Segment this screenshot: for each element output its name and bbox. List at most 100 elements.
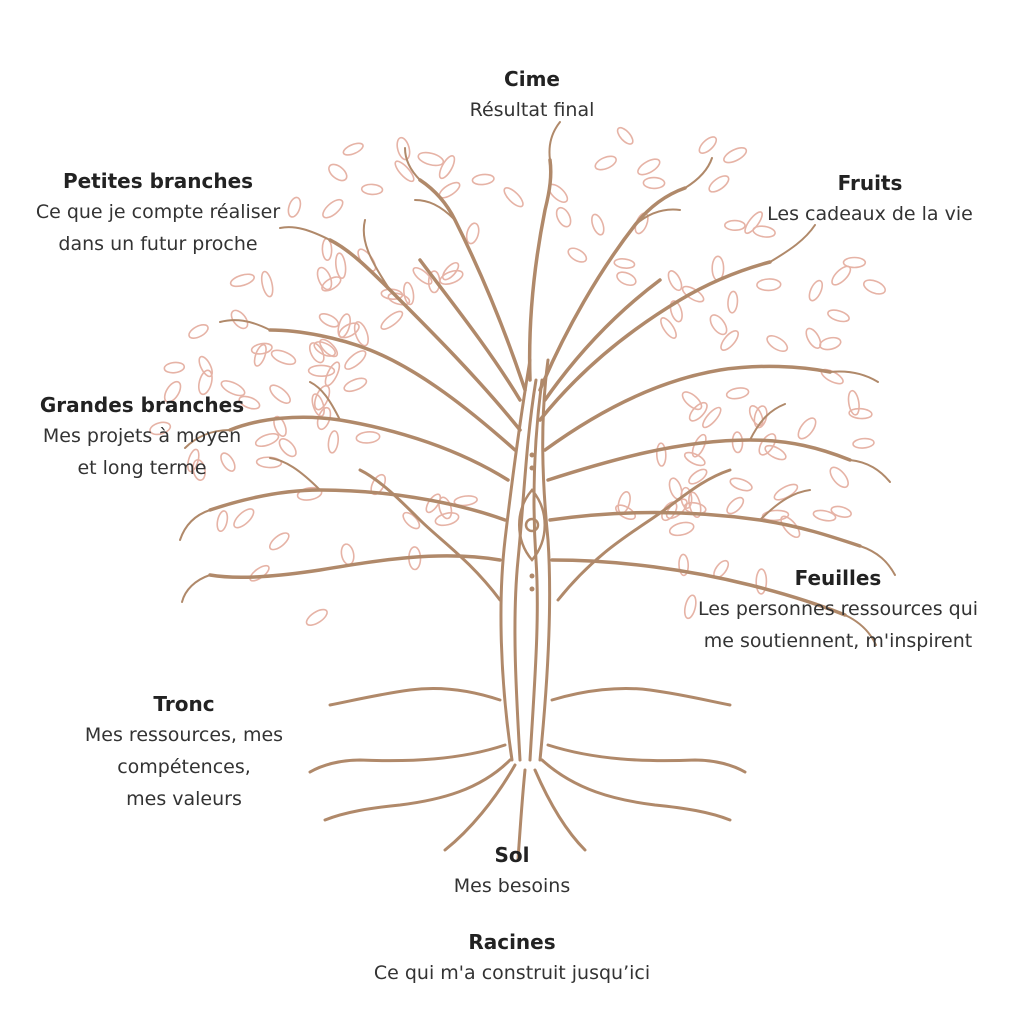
leaf	[338, 322, 360, 339]
leaf	[555, 206, 572, 228]
leaf	[725, 387, 750, 400]
branch	[538, 260, 772, 422]
branch	[546, 438, 852, 482]
label-petites-branches-desc-2: dans un futur proche	[58, 233, 258, 255]
roots-group	[308, 687, 747, 862]
leaf	[766, 335, 789, 352]
root	[323, 758, 512, 822]
leaf	[249, 564, 270, 582]
leaf	[186, 448, 200, 473]
leaf	[412, 266, 433, 285]
leaf	[318, 312, 340, 328]
twig	[684, 157, 713, 189]
leaf	[434, 512, 460, 527]
leaf	[819, 336, 842, 351]
leaf	[402, 511, 421, 530]
leaf	[307, 364, 336, 378]
leaf	[688, 401, 708, 422]
leaf	[678, 553, 690, 577]
leaf	[827, 309, 850, 323]
leaf	[322, 198, 344, 219]
leaf	[220, 452, 236, 472]
leaf	[296, 486, 323, 501]
label-petites-branches-desc-1: Ce que je compte réaliser	[35, 201, 281, 223]
leaf	[260, 270, 274, 298]
leaf	[591, 213, 605, 236]
leaf	[616, 271, 637, 287]
leaf	[380, 288, 404, 300]
branch	[418, 258, 522, 402]
leaf	[308, 342, 325, 364]
label-cime-title: Cime	[504, 67, 560, 91]
leaf	[748, 405, 764, 427]
leaf	[254, 432, 280, 448]
branch	[328, 238, 522, 432]
label-petites-branches-title: Petites branches	[62, 169, 254, 193]
leaf	[230, 309, 249, 330]
leaf	[340, 543, 355, 566]
root	[443, 763, 517, 852]
leaf	[394, 160, 415, 183]
branch	[418, 178, 527, 392]
branch	[228, 415, 510, 482]
label-feuilles-desc-1: Les personnes ressources qui	[697, 598, 979, 620]
leaf	[830, 505, 852, 518]
leaf	[353, 321, 369, 347]
root	[308, 743, 507, 774]
leaf	[441, 261, 460, 281]
leaf	[471, 173, 495, 186]
leaf	[616, 126, 634, 145]
leaf	[250, 342, 273, 355]
label-racines-desc-1: Ce qui m'a construit jusqu’ici	[373, 962, 651, 984]
twig	[404, 147, 421, 181]
leaf	[287, 196, 302, 218]
leaf	[233, 508, 255, 529]
eye-outline	[518, 488, 546, 562]
leaf	[220, 380, 246, 397]
leaf	[313, 384, 331, 411]
leaf	[342, 142, 364, 156]
leaf	[324, 361, 341, 387]
leaf	[667, 270, 683, 292]
eye-pupil	[524, 517, 540, 533]
leaf	[637, 158, 661, 176]
trunk-eye-symbol	[518, 452, 546, 592]
label-feuilles: Feuilles Les personnes ressources qui me…	[666, 563, 1010, 657]
twig	[309, 381, 341, 421]
twig	[769, 224, 816, 263]
branch	[543, 364, 832, 452]
leaf	[829, 466, 849, 489]
leaf	[808, 279, 824, 302]
label-racines-title: Racines	[468, 930, 556, 954]
twig	[414, 199, 456, 221]
leaf	[270, 349, 297, 366]
leaf	[668, 521, 695, 537]
branch	[548, 510, 862, 548]
leaf	[688, 468, 708, 485]
root	[533, 768, 587, 852]
leaf	[503, 187, 524, 208]
label-tronc: Tronc Mes ressources, mes compétences, m…	[56, 689, 312, 815]
leaf	[724, 219, 746, 232]
leaf	[731, 431, 744, 454]
twig	[184, 429, 231, 449]
root	[550, 687, 732, 707]
leaf	[198, 355, 213, 378]
twig	[269, 457, 321, 491]
eye-dot	[529, 465, 535, 471]
label-tronc-title: Tronc	[153, 692, 215, 716]
leaf	[319, 338, 339, 358]
leaf	[842, 256, 867, 269]
leaf	[188, 323, 209, 340]
twig	[548, 121, 561, 161]
twig	[849, 459, 891, 483]
leaf	[192, 459, 206, 481]
leaf	[396, 136, 411, 161]
leaf	[313, 341, 336, 357]
leaf	[328, 163, 348, 182]
leaf	[681, 391, 703, 411]
branch	[538, 186, 687, 392]
root	[546, 743, 747, 774]
leaf	[438, 496, 453, 520]
